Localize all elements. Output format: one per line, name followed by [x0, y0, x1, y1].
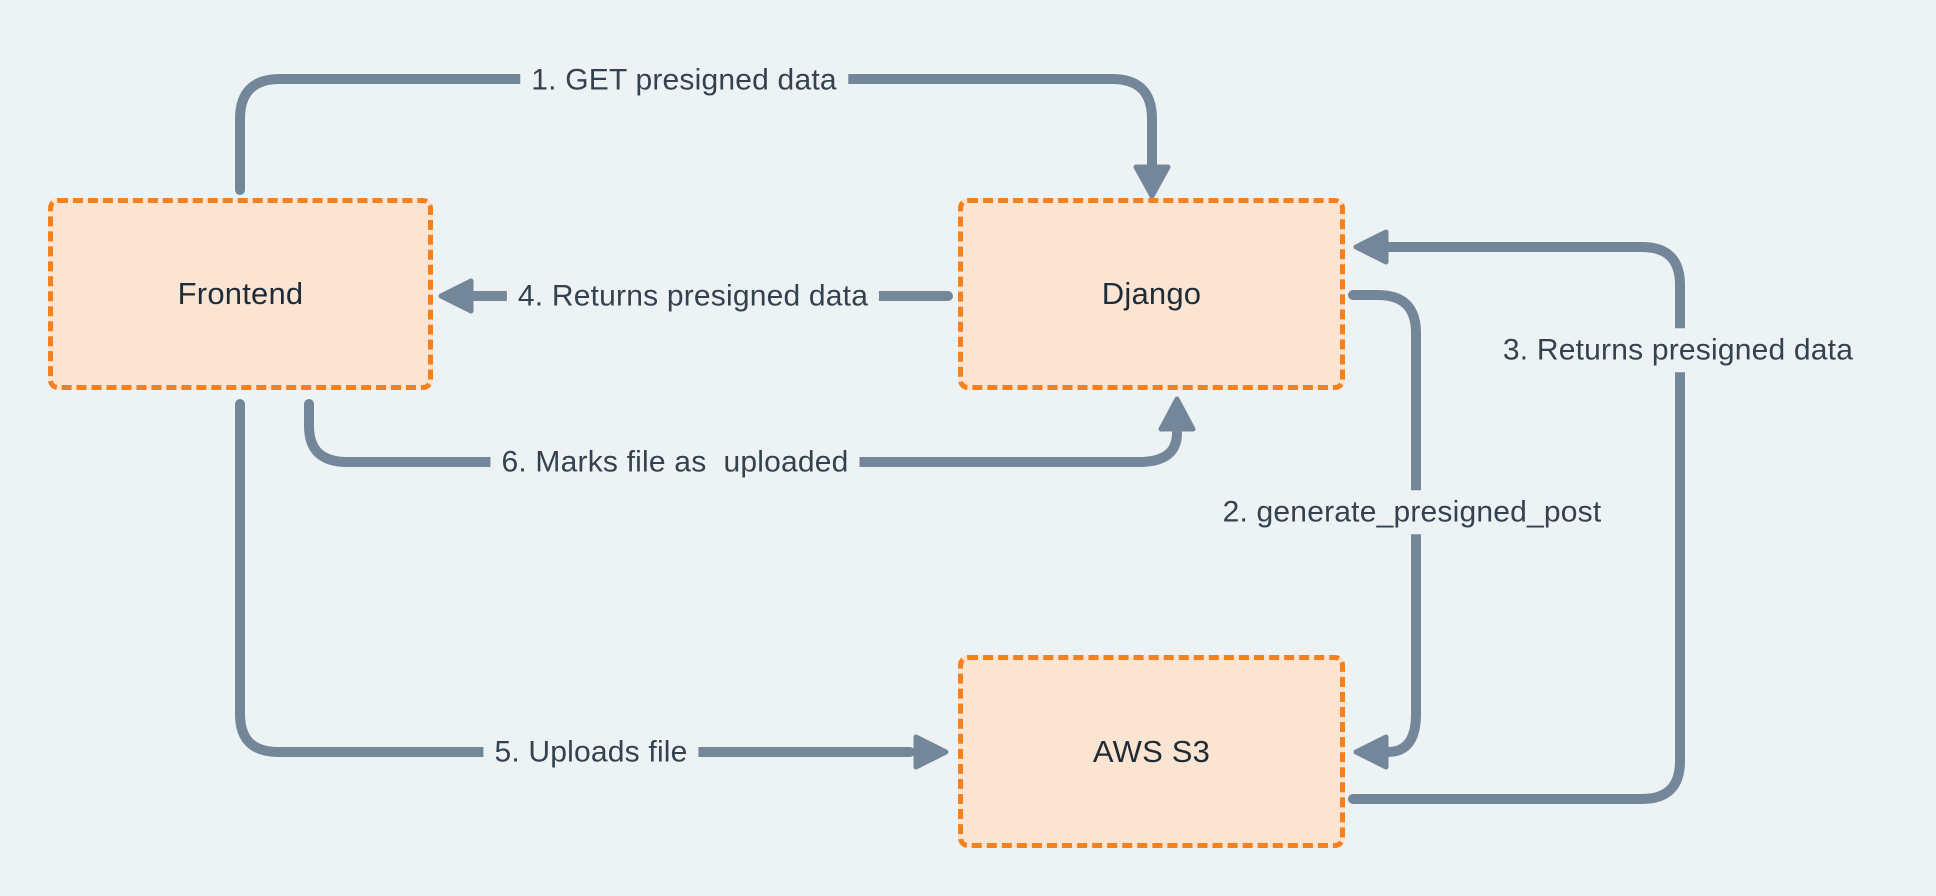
edge-5-label: 5. Uploads file [483, 730, 699, 774]
edge-6-line [304, 399, 1182, 467]
edge-5-line [235, 399, 915, 757]
edge-3-arrowhead-icon [1353, 229, 1389, 265]
edge-2-label: 2. generate_presigned_post [1211, 490, 1613, 534]
edge-2-line [1348, 290, 1421, 757]
edge-4-label: 4. Returns presigned data [506, 274, 880, 318]
node-aws-s3: AWS S3 [958, 655, 1345, 848]
edge-1-label: 1. GET presigned data [520, 58, 848, 102]
edge-3-label: 3. Returns presigned data [1491, 328, 1865, 372]
edge-6-label: 6. Marks file as uploaded [490, 440, 860, 484]
node-django: Django [958, 198, 1345, 390]
node-frontend: Frontend [48, 198, 433, 390]
edge-4-arrowhead-icon [438, 278, 474, 314]
edge-6-arrowhead-icon [1158, 396, 1196, 432]
edge-2-arrowhead-icon [1353, 734, 1389, 770]
edge-5-arrowhead-icon [913, 734, 949, 770]
edge-1-arrowhead-icon [1133, 164, 1171, 199]
edge-3-line [1348, 242, 1685, 804]
node-aws-s3-label: AWS S3 [1092, 733, 1211, 769]
node-frontend-label: Frontend [177, 276, 304, 311]
node-django-label: Django [1101, 276, 1202, 311]
